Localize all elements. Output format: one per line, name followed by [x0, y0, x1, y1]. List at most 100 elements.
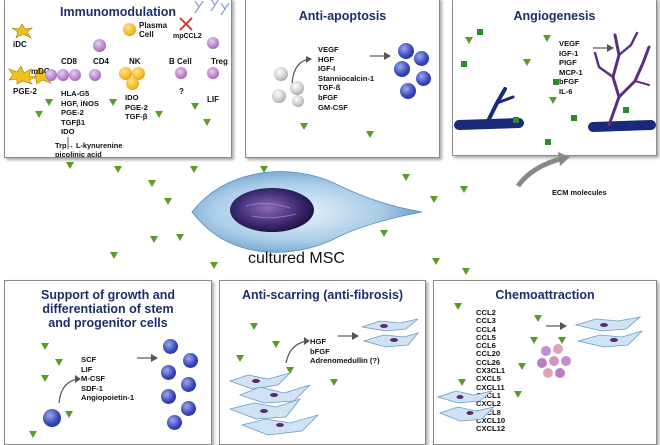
arrow — [593, 44, 614, 52]
secreted-factor-icon — [558, 337, 566, 344]
secreted-factor-icon — [110, 252, 118, 259]
factor-item: M-CSF — [81, 374, 106, 384]
antibody-icon — [194, 0, 230, 16]
secreted-factor-icon — [109, 99, 117, 106]
healthy-cell — [416, 71, 431, 86]
progenitor-cell — [163, 339, 178, 354]
factor-item: CCL3 — [476, 316, 496, 326]
secreted-factor-icon — [458, 379, 466, 386]
panel-anti-scarring: Anti-scarring (anti-fibrosis) HGF bFGF A… — [219, 280, 426, 445]
anti-scarring-factor-list: HGF bFGF Adrenomedullin (?) — [310, 337, 380, 366]
factor-item: CX3CL1 — [476, 366, 506, 376]
progenitor-cell — [161, 389, 176, 404]
secreted-factor-icon — [29, 431, 37, 438]
msc-cell — [191, 171, 423, 253]
secreted-factor-icon — [65, 411, 73, 418]
secreted-factor-icon — [460, 186, 468, 193]
secreted-factor-icon — [523, 59, 531, 66]
scar-tissue-cells — [228, 372, 320, 436]
stem-cell — [43, 409, 61, 427]
secreted-factor-icon — [150, 236, 158, 243]
progenitor-cell — [161, 365, 176, 380]
secreted-factor-icon — [454, 303, 462, 310]
healthy-cell — [394, 61, 410, 77]
nk-cell-2 — [119, 67, 132, 80]
immunomodulation-title: Immunomodulation — [60, 5, 176, 19]
cd8-cell-2 — [57, 69, 69, 81]
secreted-factor-icon — [66, 162, 74, 169]
progenitor-cell — [181, 401, 196, 416]
factor-item: TGF-ß — [318, 83, 341, 93]
secreted-factor-icon — [432, 258, 440, 265]
curved-arrow — [291, 56, 312, 84]
factor-item: CXCL1 — [476, 390, 501, 400]
immunomodulation-factor-list: HLA-G5 HGF, iNOS PGE-2 TGFβ1 IDO — [61, 89, 99, 137]
blood-vessel-right — [588, 31, 656, 132]
factor-item: CCL5 — [476, 332, 496, 342]
plasma-cell-label: Plasma Cell — [139, 21, 168, 39]
tissue-cells — [436, 390, 496, 422]
factor-item: bFGF — [559, 77, 579, 87]
nk-cell-4 — [126, 77, 139, 90]
apoptotic-cell — [272, 89, 286, 103]
secreted-factor-icon — [45, 99, 53, 106]
secreted-factor-icon — [114, 166, 122, 173]
factor-item: TGF-β — [125, 112, 148, 122]
apoptotic-cell — [290, 81, 304, 95]
secreted-factor-icon — [190, 166, 198, 173]
nk-factor-list: IDO PGE-2 TGF-β — [125, 93, 148, 122]
mdc-label: mDC — [31, 67, 50, 76]
factor-item: IL-6 — [559, 86, 573, 96]
secreted-factor-icon — [236, 355, 244, 362]
ecm-square-icon — [461, 61, 467, 67]
curved-arrow — [285, 337, 310, 364]
progenitor-cell — [183, 353, 198, 368]
factor-item: LIF — [81, 364, 93, 374]
factor-item: bFGF — [318, 92, 338, 102]
factor-item: CXCL2 — [476, 399, 501, 409]
secreted-factor-icon — [210, 262, 218, 269]
factor-item: HLA-G5 — [61, 89, 90, 98]
angiogenesis-factor-list: VEGF IGF-1 PIGF MCP-1 bFGF IL-6 — [559, 39, 583, 97]
anti-scarring-title: Anti-scarring (anti-fibrosis) — [241, 288, 404, 302]
factor-item: GM-CSF — [318, 102, 348, 112]
secreted-factor-icon — [41, 375, 49, 382]
factor-item: IGF-I — [318, 64, 336, 74]
nk-cell — [123, 23, 136, 36]
nk-cell-3 — [132, 67, 145, 80]
factor-item: HGF — [310, 337, 327, 346]
secreted-factor-icon — [330, 379, 338, 386]
factor-item: Adrenomedullin (?) — [310, 356, 380, 366]
factor-item: TGFβ1 — [61, 117, 86, 127]
anti-apoptosis-factor-list: VEGF HGF IGF-I Stanniocalcin-1 TGF-ß bFG… — [318, 45, 374, 112]
secreted-factor-icon — [402, 174, 410, 181]
growth-support-title: Support of growth and differentiation of… — [40, 288, 175, 330]
pge2-label: PGE-2 — [13, 87, 38, 96]
arrow — [546, 322, 567, 330]
secreted-factor-icon — [462, 268, 470, 275]
factor-item: IDO — [125, 93, 139, 102]
factor-item: SDF-1 — [81, 383, 103, 393]
arrow — [370, 52, 391, 60]
ecm-label: ECM molecules — [552, 188, 607, 197]
secreted-factor-icon — [272, 341, 280, 348]
b-cell-label: B Cell — [169, 57, 192, 66]
ecm-square-icon — [571, 115, 577, 121]
ccl2-label: mpCCL2 — [173, 33, 202, 40]
apoptotic-cell — [292, 95, 304, 107]
secreted-factor-icon — [35, 111, 43, 118]
panel-immunomodulation: Immunomodulation iDC mDC PGE-2 CD8 CD4 H… — [4, 0, 232, 158]
factor-item: CXCL12 — [476, 424, 506, 434]
factor-item: MCP-1 — [559, 67, 583, 77]
healthy-cell — [414, 51, 429, 66]
panel-angiogenesis: Angiogenesis VEGF IGF-1 PIGF MCP-1 bFGF … — [452, 0, 657, 156]
ecm-square-icon — [513, 117, 519, 123]
ecm-square-icon — [477, 29, 483, 35]
nk-label: NK — [129, 57, 141, 66]
factor-item: IDO — [61, 127, 75, 137]
healthy-cell — [398, 43, 414, 59]
growth-support-factor-list: SCF LIF M-CSF SDF-1 Angiopoietin-1 — [81, 355, 134, 403]
secreted-factor-icon — [366, 131, 374, 138]
factor-item: HGF — [318, 54, 335, 64]
progenitor-cell — [181, 377, 196, 392]
